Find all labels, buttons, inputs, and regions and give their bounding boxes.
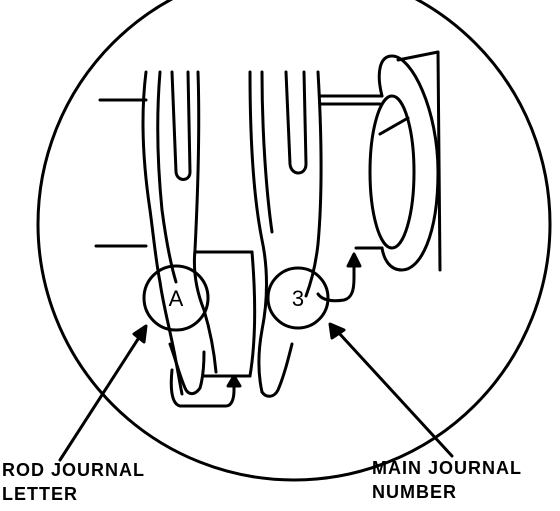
rear-flange-right-edge — [436, 50, 442, 272]
main-journal-end — [368, 94, 416, 250]
left-web-right-edge — [192, 70, 218, 374]
main-journal-label-line2: NUMBER — [372, 482, 457, 502]
left-web-slot — [170, 70, 192, 181]
main-leader-line — [336, 330, 454, 458]
rear-flange-outer — [377, 54, 440, 272]
rod-journal-label-line1: ROD JOURNAL — [2, 460, 146, 480]
mid-web-right-edge — [304, 70, 323, 298]
main-journal-highlight — [378, 116, 410, 136]
mid-web-left-outer — [248, 70, 268, 394]
main-journal-label-line1: MAIN JOURNAL — [372, 458, 522, 478]
left-web-outer — [141, 70, 184, 396]
rod-journal-right — [248, 250, 257, 378]
main-oil-arrowhead — [346, 252, 362, 268]
detail-circle — [36, 0, 552, 482]
left-web-toe — [168, 342, 206, 396]
rod-oil-line — [169, 368, 236, 408]
rod-journal-letter-mark: A — [169, 286, 184, 311]
mid-web-left-inner — [260, 70, 274, 234]
main-leader-arrowhead — [328, 322, 346, 340]
left-web-inner — [156, 70, 178, 284]
main-journal-number-label: MAIN JOURNAL NUMBER — [372, 456, 522, 504]
rod-oil-arrowhead — [226, 374, 242, 388]
mid-web-slot — [284, 70, 308, 175]
mid-web-toe — [260, 342, 294, 398]
main-journal-number-mark: 3 — [292, 286, 304, 311]
main-oil-line — [316, 260, 356, 303]
rod-journal-letter-label: ROD JOURNAL LETTER — [2, 458, 145, 506]
rod-journal-letter-circle — [142, 264, 210, 332]
main-journal-number-circle — [266, 266, 330, 330]
rear-flange-top-edge — [396, 50, 440, 62]
rod-journal-label-line2: LETTER — [2, 484, 78, 504]
rod-leader-arrowhead — [132, 324, 148, 344]
rod-leader-line — [58, 334, 142, 462]
